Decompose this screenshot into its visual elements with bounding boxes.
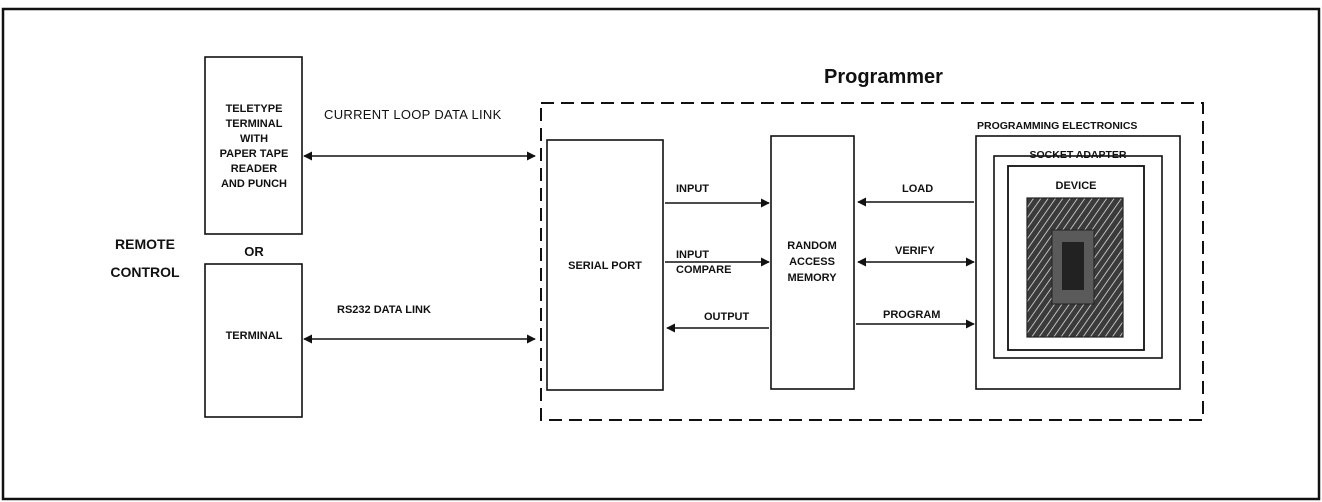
ram-label: RANDOM ACCESS MEMORY <box>787 240 837 284</box>
teletype-box <box>204 56 303 235</box>
teletype-label: TELETYPE TERMINAL WITH PAPER TAPE READER… <box>219 103 289 190</box>
program-label: PROGRAM <box>883 309 941 321</box>
socket-adapter-inner <box>1007 165 1145 351</box>
input-compare-label: INPUT COMPARE <box>676 249 732 276</box>
verify-label: VERIFY <box>895 245 935 257</box>
or-label: OR <box>244 244 264 259</box>
load-label: LOAD <box>902 183 934 195</box>
rs232-label: RS232 DATA LINK <box>337 304 431 316</box>
socket-adapter-label: SOCKET ADAPTER <box>1029 149 1127 161</box>
current-loop-label: CURRENT LOOP DATA LINK <box>324 107 502 122</box>
terminal-box <box>204 263 303 418</box>
programmer-title: Programmer <box>824 66 943 88</box>
remote-control-label: REMOTE CONTROL <box>110 236 180 280</box>
programming-electronics-label: PROGRAMMING ELECTRONICS <box>977 120 1138 132</box>
input-label: INPUT <box>676 183 709 195</box>
terminal-label: TERMINAL <box>225 330 283 342</box>
ram-box <box>770 135 855 390</box>
socket-adapter-box <box>993 155 1163 359</box>
programmer-boundary <box>540 102 1204 421</box>
device-chip <box>1026 197 1124 338</box>
output-label: OUTPUT <box>704 311 750 323</box>
serial-port-label: SERIAL PORT <box>568 260 642 272</box>
programming-electronics-box <box>975 135 1181 390</box>
serial-port-box <box>546 139 664 391</box>
figure-border <box>1 7 1321 501</box>
device-label: DEVICE <box>1055 180 1097 192</box>
